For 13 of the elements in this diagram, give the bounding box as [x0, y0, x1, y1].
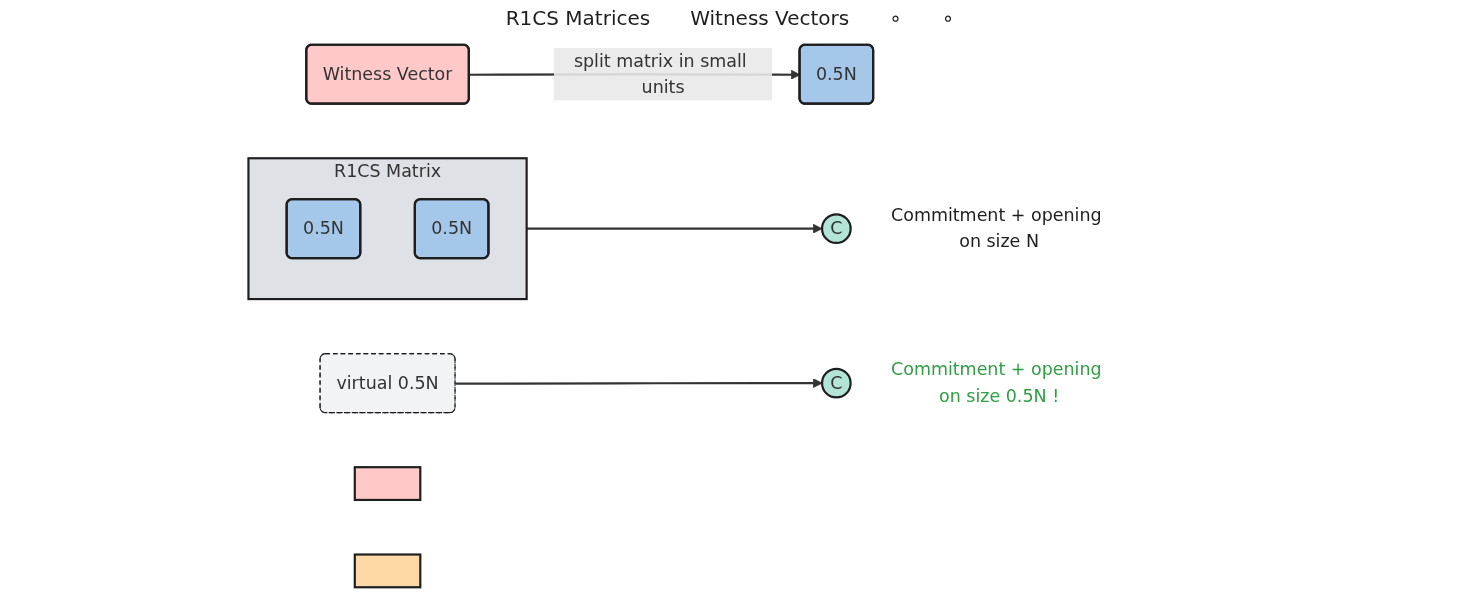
edge-label: split matrix in small units	[573, 50, 747, 98]
note-label: R1CS Matrices	[505, 6, 651, 30]
node-circle: C	[820, 367, 852, 399]
node-circle: C	[820, 213, 852, 245]
node-label: Commitment + opening on size N	[891, 204, 1102, 252]
note-label: ∘	[941, 6, 955, 30]
note-label: ∘	[889, 6, 902, 30]
note-label: Witness Vectors	[690, 6, 850, 30]
node-box	[353, 553, 422, 589]
node-box	[353, 466, 422, 502]
arrow	[526, 223, 823, 234]
arrow	[455, 378, 823, 388]
node-label: Commitment + opening on size 0.5N !	[891, 359, 1102, 407]
